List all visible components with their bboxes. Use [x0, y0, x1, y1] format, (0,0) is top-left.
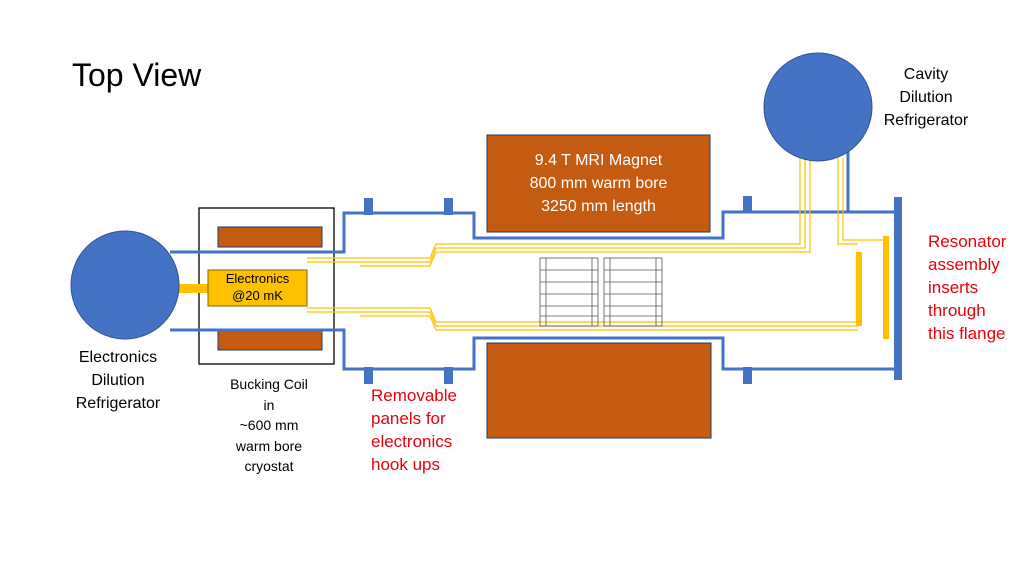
- electronics-dilution-refrigerator: [70, 230, 180, 340]
- resonator-mount-bar-outer: [883, 236, 889, 339]
- resonator-assembly-line: inserts: [928, 278, 979, 297]
- bucking-coil-label-line: Bucking Coil: [230, 376, 308, 392]
- wiring-bundle-upper: [307, 158, 811, 267]
- bucking-coil-label-line: cryostat: [244, 458, 294, 474]
- bucking-coil-label-line: ~600 mm: [239, 417, 299, 433]
- electronics-box-label-line: Electronics: [225, 271, 290, 286]
- electronics-box-label-line: @20 mK: [232, 288, 283, 303]
- vessel-flanges: [364, 196, 752, 384]
- page-title: Top View: [72, 57, 202, 93]
- electronics-box: [207, 269, 308, 307]
- bucking-coil-upper: [217, 226, 323, 248]
- cavity-fridge-label-line: Refrigerator: [883, 112, 969, 129]
- removable-panels-annotation: Removable panels for electronics hook up…: [371, 384, 457, 476]
- removable-panels-line: electronics: [371, 432, 453, 451]
- resonator-assembly-line: assembly: [928, 255, 1000, 274]
- electronics-fridge-label: Electronics Dilution Refrigerator: [66, 346, 170, 415]
- cavity-fridge-label: Cavity Dilution Refrigerator: [878, 63, 974, 132]
- resonator-mount-bar: [856, 252, 862, 326]
- bucking-coil-label: Bucking Coil in ~600 mm warm bore cryost…: [218, 374, 320, 477]
- removable-panels-line: Removable: [371, 386, 457, 405]
- cavity-fridge-label-line: Dilution: [899, 89, 953, 106]
- resonator-cavities: [539, 257, 663, 327]
- electronics-fridge-label-line: Dilution: [91, 372, 145, 389]
- mri-magnet-label-line: 3250 mm length: [541, 198, 656, 215]
- bucking-coil-lower: [217, 329, 323, 351]
- resonator-assembly-line: this flange: [928, 324, 1006, 343]
- electronics-fridge-label-line: Refrigerator: [75, 395, 161, 412]
- electronics-fridge-label-line: Electronics: [78, 349, 158, 366]
- wiring-bundle-right: [837, 158, 885, 245]
- mri-magnet-label-line: 800 mm warm bore: [529, 175, 668, 192]
- cavity-dilution-refrigerator: [763, 52, 873, 162]
- mri-magnet-lower: [486, 342, 712, 439]
- resonator-assembly-annotation: Resonator assembly inserts through this …: [928, 230, 1006, 345]
- electronics-box-label: Electronics @20 mK: [208, 270, 307, 304]
- mri-magnet-label-line: 9.4 T MRI Magnet: [534, 152, 663, 169]
- mri-magnet-upper: [486, 134, 711, 233]
- removable-panels-line: hook ups: [371, 455, 440, 474]
- resonator-flange: [894, 197, 902, 380]
- cavity-fridge-label-line: Cavity: [903, 66, 949, 83]
- removable-panels-line: panels for: [371, 409, 446, 428]
- bucking-coil-label-line: in: [263, 396, 275, 413]
- electronics-feed-line: [178, 284, 208, 293]
- bucking-coil-label-line: warm bore: [235, 437, 303, 454]
- resonator-assembly-line: Resonator: [928, 232, 1007, 251]
- mri-magnet-label: 9.4 T MRI Magnet 800 mm warm bore 3250 m…: [487, 149, 710, 218]
- resonator-assembly-line: through: [928, 301, 986, 320]
- wiring-bundle-lower: [307, 307, 858, 331]
- vacuum-vessel-wall: [170, 150, 900, 371]
